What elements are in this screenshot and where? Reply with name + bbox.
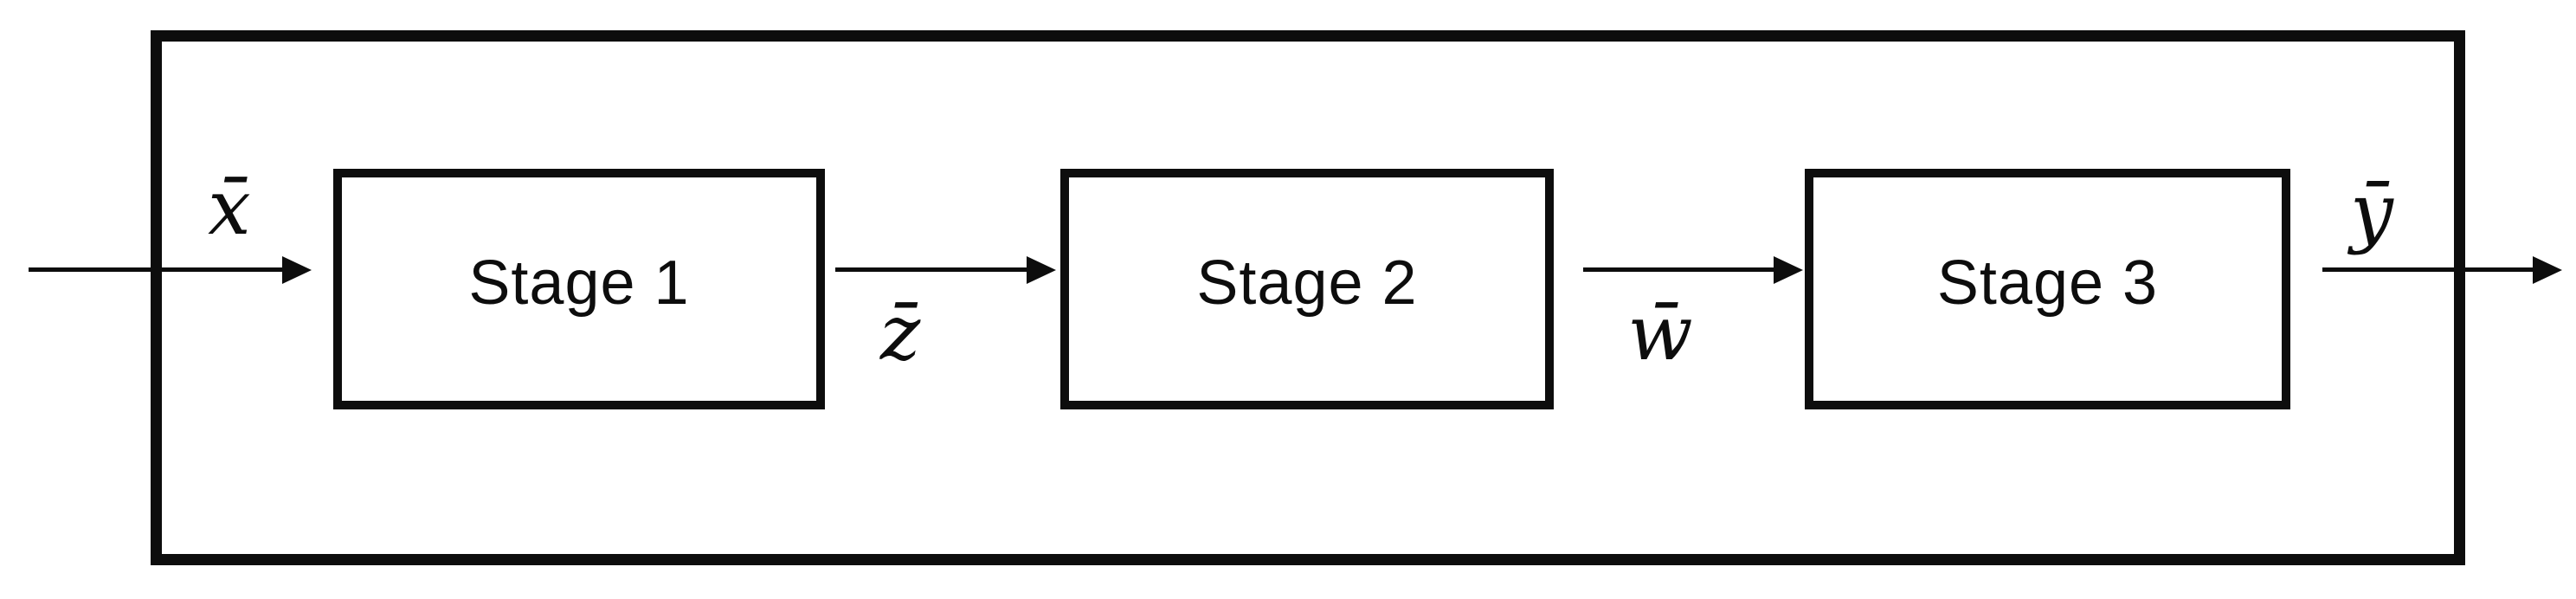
stage-1-label: Stage 1 [468,248,690,318]
arrow-stage1-to-stage2-line [835,267,1027,272]
stage-2-label: Stage 2 [1196,248,1418,318]
arrow-stage2-to-stage3-head-icon [1774,256,1803,284]
stage-1-box: Stage 1 [333,169,825,409]
output-arrow-head-icon [2533,256,2562,284]
arrow-stage1-to-stage2-head-icon [1027,256,1056,284]
system-boundary-box [151,30,2465,565]
input-signal-label: x̄ [208,163,251,252]
stage2-to-stage3-signal-label: w̄ [1627,288,1693,377]
input-arrow-head-icon [282,256,312,284]
stage-3-box: Stage 3 [1805,169,2290,409]
input-arrow-line [29,267,282,272]
output-signal-label: ȳ [2350,167,2393,256]
stage-3-label: Stage 3 [1936,248,2159,318]
output-arrow-line [2322,267,2533,272]
stage-2-box: Stage 2 [1060,169,1554,409]
arrow-stage2-to-stage3-line [1583,267,1774,272]
stage1-to-stage2-signal-label: z̄ [879,288,921,377]
